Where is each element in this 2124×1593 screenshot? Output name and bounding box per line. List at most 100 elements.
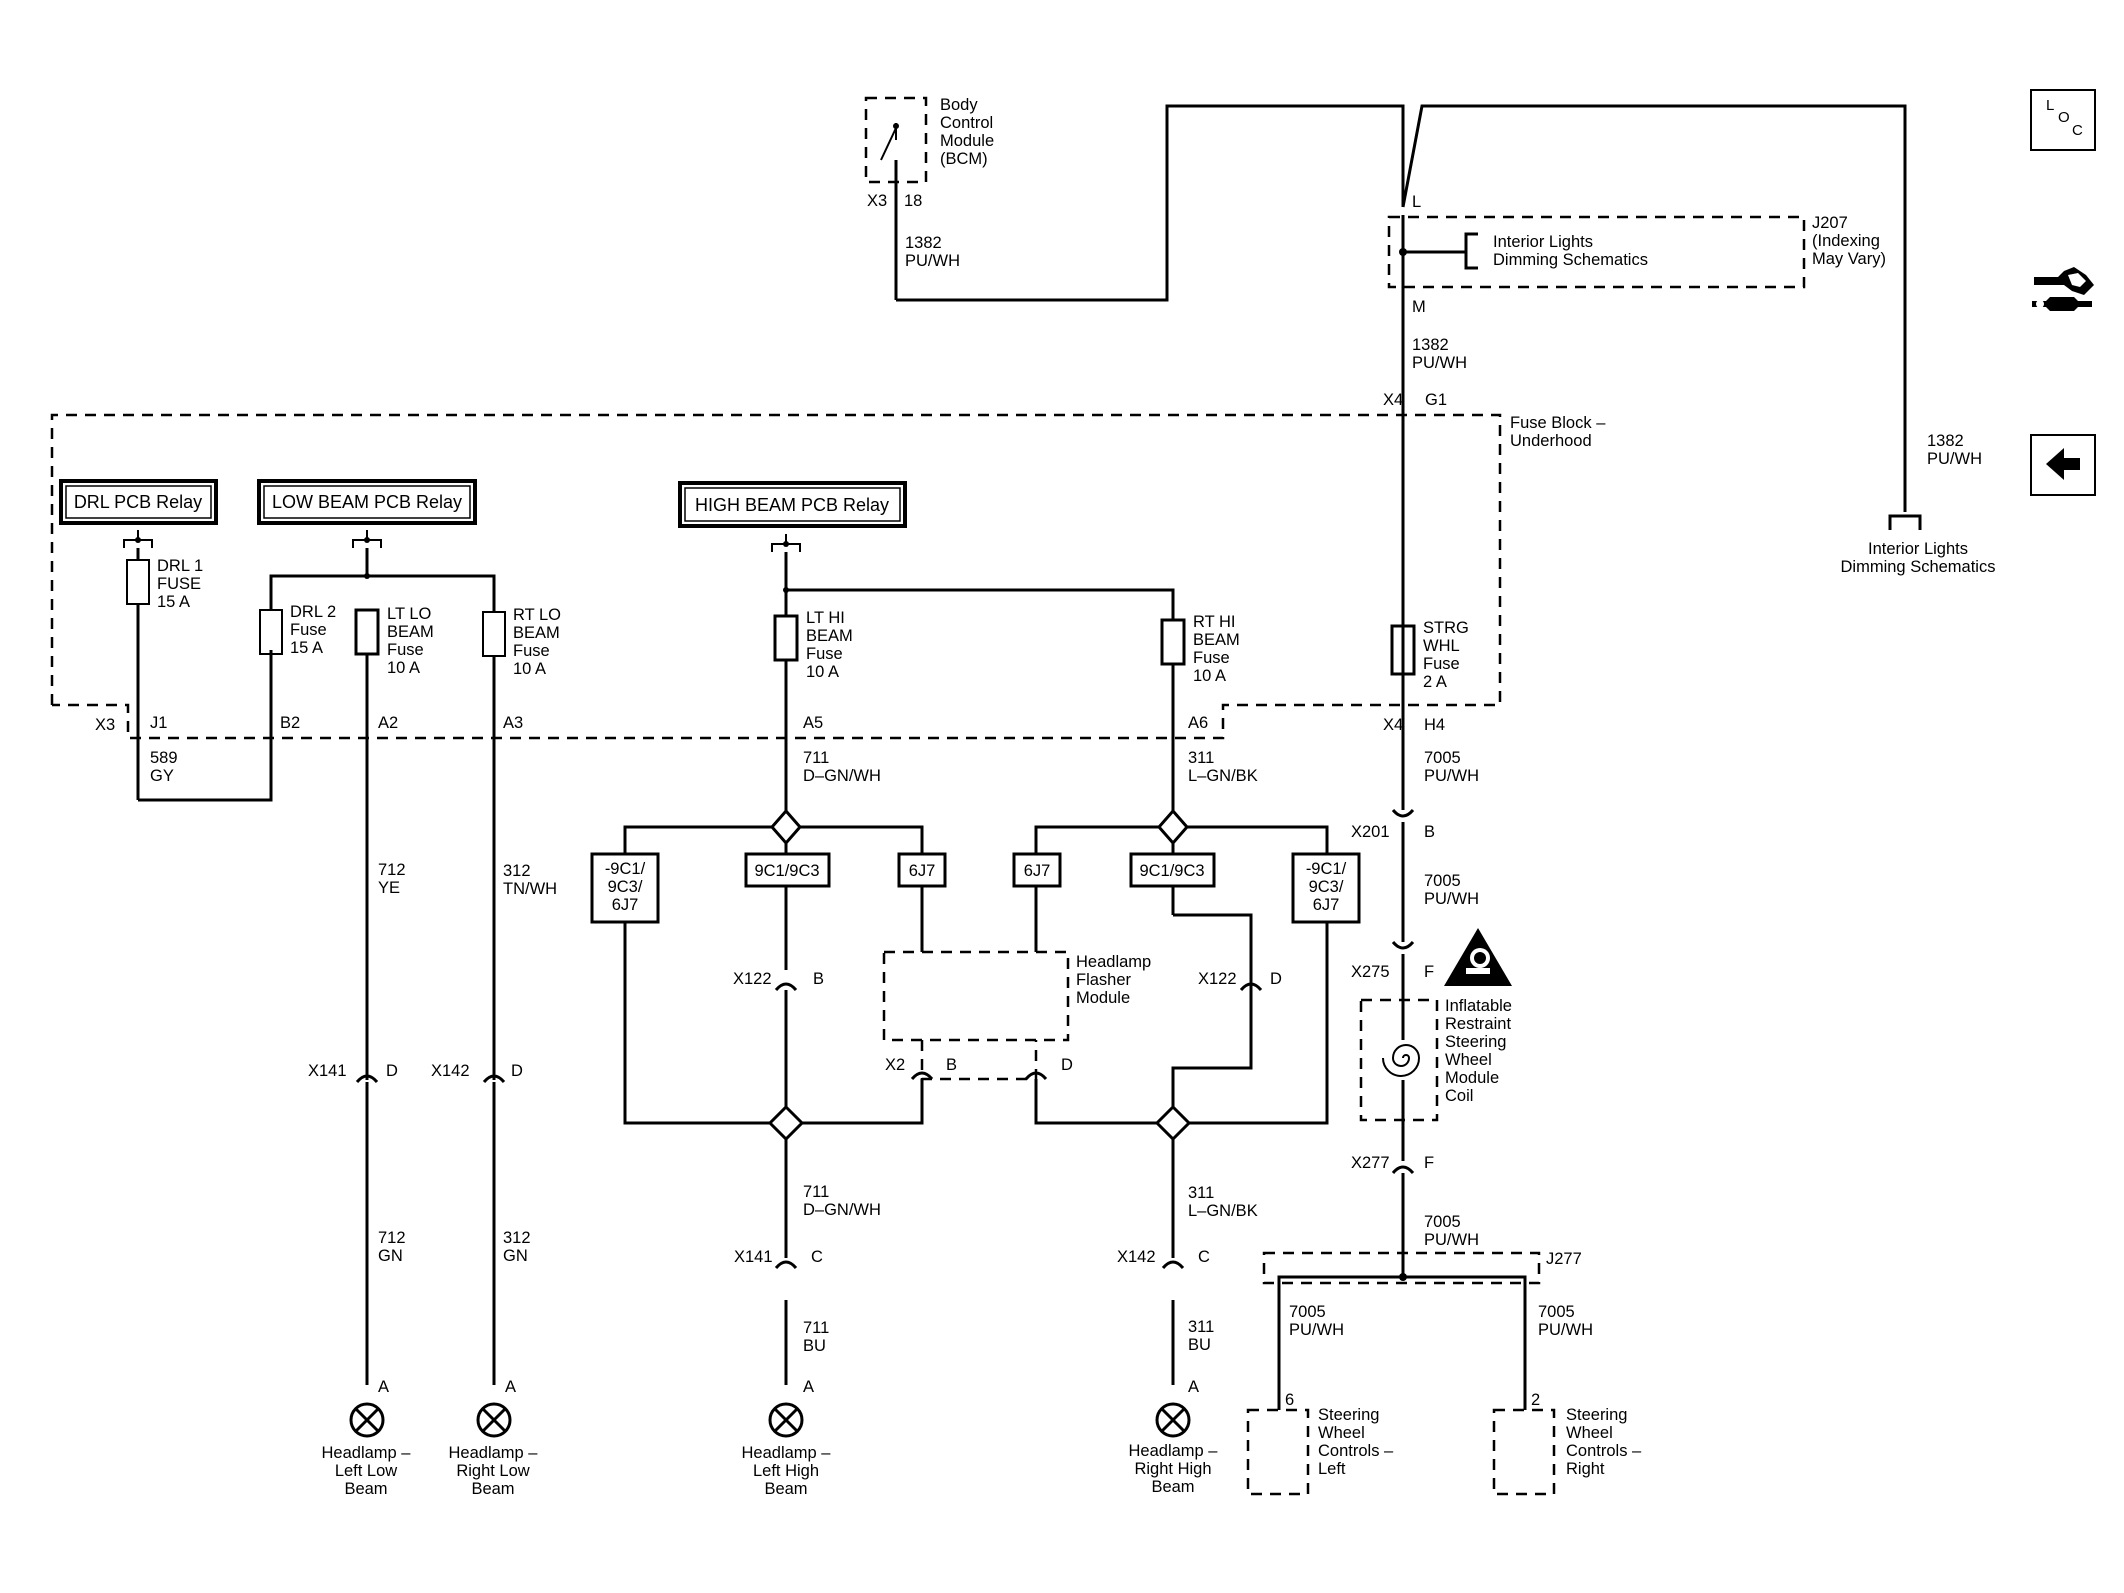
svg-text:711: 711 (803, 749, 829, 767)
location-c: C (2072, 122, 2083, 139)
svg-text:L–GN/BK: L–GN/BK (1188, 1202, 1258, 1220)
svg-text:BEAM: BEAM (513, 624, 560, 642)
svg-text:Module: Module (940, 132, 994, 150)
svg-text:1382: 1382 (1412, 336, 1449, 354)
svg-text:LOW BEAM PCB Relay: LOW BEAM PCB Relay (272, 492, 462, 512)
svg-text:6: 6 (1285, 1391, 1294, 1409)
svg-text:2 A: 2 A (1423, 673, 1447, 691)
svg-text:H4: H4 (1424, 716, 1445, 734)
svg-text:STRG: STRG (1423, 619, 1469, 637)
headlamp-right-high-beam[interactable]: A Headlamp – Right High Beam (1129, 1378, 1219, 1496)
svg-text:Headlamp –: Headlamp – (742, 1444, 832, 1462)
drl-pcb-relay[interactable]: DRL PCB Relay (59, 479, 218, 525)
svg-text:PU/WH: PU/WH (905, 252, 960, 270)
svg-text:10 A: 10 A (513, 660, 546, 678)
option-boxes: -9C1/ 9C3/ 6J7 9C1/9C3 6J7 6J7 9C1/9C3 -… (590, 852, 1361, 924)
steering-wheel-controls-left[interactable]: 6 Steering Wheel Controls – Left (1246, 1391, 1394, 1496)
svg-text:GN: GN (378, 1247, 403, 1265)
body-control-module[interactable]: Body Control Module (BCM) X3 18 1382 PU/… (864, 96, 994, 300)
back-arrow-icon (2046, 448, 2080, 480)
svg-text:Module: Module (1445, 1069, 1499, 1087)
svg-text:(Indexing: (Indexing (1812, 232, 1880, 250)
svg-text:A3: A3 (503, 714, 523, 732)
svg-text:J277: J277 (1546, 1250, 1582, 1268)
high-beam-pcb-relay[interactable]: HIGH BEAM PCB Relay (678, 481, 907, 528)
svg-text:7005: 7005 (1424, 1213, 1461, 1231)
svg-text:Dimming Schematics: Dimming Schematics (1493, 251, 1648, 269)
svg-text:DRL 2: DRL 2 (290, 603, 336, 621)
svg-text:Fuse: Fuse (1193, 649, 1230, 667)
svg-text:D: D (1061, 1056, 1073, 1074)
inflatable-restraint-coil[interactable]: Inflatable Restraint Steering Wheel Modu… (1359, 997, 1512, 1122)
svg-text:A: A (378, 1378, 389, 1396)
svg-text:6J7: 6J7 (909, 862, 936, 880)
svg-text:X201: X201 (1351, 823, 1390, 841)
svg-text:712: 712 (378, 1229, 406, 1247)
svg-text:Controls –: Controls – (1318, 1442, 1394, 1460)
svg-text:311: 311 (1188, 1318, 1214, 1336)
svg-text:PU/WH: PU/WH (1424, 767, 1479, 785)
svg-text:X277: X277 (1351, 1154, 1390, 1172)
svg-text:311: 311 (1188, 749, 1214, 767)
svg-text:9C3/: 9C3/ (1309, 878, 1344, 896)
svg-text:Fuse: Fuse (513, 642, 550, 660)
svg-text:-9C1/: -9C1/ (605, 860, 646, 878)
svg-text:FUSE: FUSE (157, 575, 201, 593)
svg-text:Interior Lights: Interior Lights (1493, 233, 1593, 251)
svg-text:X122: X122 (1198, 970, 1237, 988)
svg-text:L: L (1412, 193, 1421, 211)
svg-text:Fuse Block –: Fuse Block – (1510, 414, 1606, 432)
svg-text:M: M (1412, 298, 1426, 316)
svg-text:9C3/: 9C3/ (608, 878, 643, 896)
svg-text:BEAM: BEAM (1193, 631, 1240, 649)
headlamp-left-high-beam[interactable]: A Headlamp – Left High Beam (742, 1378, 832, 1498)
interior-lights-dimming-connection: 1382 PU/WH Interior Lights Dimming Schem… (1841, 432, 1996, 576)
svg-text:1382: 1382 (1927, 432, 1964, 450)
tools-connector-icon[interactable] (2028, 253, 2100, 333)
svg-text:(BCM): (BCM) (940, 150, 988, 168)
fuse-block-underhood: Fuse Block – Underhood X4 G1 X3 X4 H4 (50, 391, 1606, 740)
interior-lights-splice-j207: L Interior Lights Dimming Schematics J20… (1387, 193, 1886, 316)
headlamp-flasher-module[interactable]: Headlamp Flasher Module (882, 950, 1151, 1081)
back-button[interactable] (2030, 434, 2096, 496)
svg-text:X2: X2 (885, 1056, 905, 1074)
svg-text:Beam: Beam (471, 1480, 514, 1498)
svg-text:X4: X4 (1383, 716, 1403, 734)
drl-circuit: DRL 1 FUSE 15 A J1 589 GY (126, 548, 273, 802)
svg-text:HIGH BEAM PCB Relay: HIGH BEAM PCB Relay (695, 495, 889, 515)
svg-text:DRL 1: DRL 1 (157, 557, 203, 575)
steering-wheel-controls-right[interactable]: 2 Steering Wheel Controls – Right (1492, 1391, 1642, 1496)
svg-text:Fuse: Fuse (387, 641, 424, 659)
svg-text:Inflatable: Inflatable (1445, 997, 1512, 1015)
headlamp-left-low-beam[interactable]: A Headlamp – Left Low Beam (322, 1378, 412, 1498)
svg-text:RT LO: RT LO (513, 606, 561, 624)
svg-text:Steering: Steering (1566, 1406, 1627, 1424)
svg-text:BEAM: BEAM (806, 627, 853, 645)
splice-j277: J277 (1262, 1250, 1582, 1292)
svg-text:Dimming Schematics: Dimming Schematics (1841, 558, 1996, 576)
svg-text:Controls –: Controls – (1566, 1442, 1642, 1460)
svg-text:GY: GY (150, 767, 174, 785)
svg-text:311: 311 (1188, 1184, 1214, 1202)
svg-text:Wheel: Wheel (1566, 1424, 1613, 1442)
svg-text:D: D (1270, 970, 1282, 988)
svg-text:Control: Control (940, 114, 993, 132)
svg-text:711: 711 (803, 1319, 829, 1337)
location-button[interactable]: L O C (2030, 89, 2096, 151)
headlamp-right-low-beam[interactable]: A Headlamp – Right Low Beam (449, 1378, 539, 1498)
svg-text:Right: Right (1566, 1460, 1605, 1478)
low-beam-pcb-relay[interactable]: LOW BEAM PCB Relay (257, 479, 477, 525)
svg-text:PU/WH: PU/WH (1424, 1231, 1479, 1249)
svg-text:F: F (1424, 1154, 1434, 1172)
svg-text:Right High: Right High (1134, 1460, 1211, 1478)
svg-text:PU/WH: PU/WH (1538, 1321, 1593, 1339)
svg-text:LT HI: LT HI (806, 609, 845, 627)
svg-text:10 A: 10 A (1193, 667, 1226, 685)
svg-text:RT HI: RT HI (1193, 613, 1235, 631)
svg-text:D: D (386, 1062, 398, 1080)
svg-text:10 A: 10 A (806, 663, 839, 681)
svg-text:Beam: Beam (1151, 1478, 1194, 1496)
svg-text:15 A: 15 A (290, 639, 323, 657)
svg-text:May Vary): May Vary) (1812, 250, 1886, 268)
